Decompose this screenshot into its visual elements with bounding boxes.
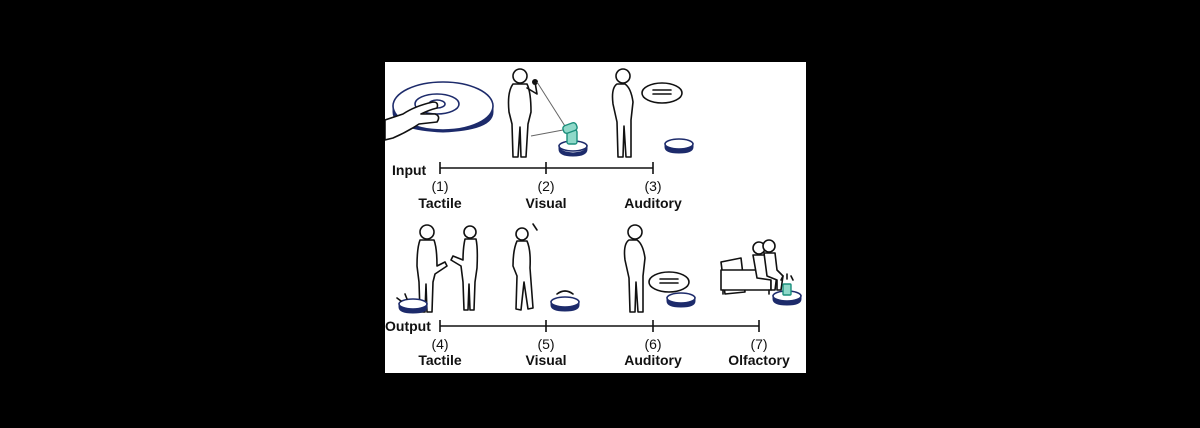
olfactory-output-illustration [720, 239, 802, 306]
robot-vacuum-icon [666, 292, 696, 308]
speech-bubble-icon [648, 271, 690, 293]
output-timeline [439, 320, 760, 332]
robot-vacuum-icon [396, 293, 428, 314]
tactile-output-illustration [396, 224, 479, 314]
input-row-label: Input [392, 162, 427, 178]
diagram-canvas [385, 68, 802, 332]
item-number: (5) [537, 336, 555, 352]
visual-output-illustration [512, 223, 580, 312]
item-number: (1) [431, 178, 449, 194]
person-icon [450, 225, 479, 311]
gesture-camera-icon [558, 121, 588, 157]
person-icon [416, 224, 448, 313]
output-row-label: Output [385, 318, 431, 334]
sense-label: Visual [525, 352, 567, 368]
item-number: (6) [644, 336, 662, 352]
sense-label: Auditory [624, 352, 682, 368]
robot-vacuum-icon [664, 138, 694, 154]
person-icon [507, 68, 538, 158]
item-number: (3) [644, 178, 662, 194]
person-icon [611, 68, 634, 158]
person-icon [512, 223, 538, 311]
item-number: (4) [431, 336, 449, 352]
visual-input-illustration [507, 68, 588, 158]
tactile-input-illustration [385, 81, 494, 141]
hand-icon [385, 101, 440, 141]
speech-bubble-icon [641, 82, 683, 104]
item-number: (7) [750, 336, 768, 352]
input-timeline [439, 162, 654, 174]
sense-label: Tactile [418, 352, 462, 368]
item-number: (2) [537, 178, 555, 194]
robot-vacuum-icon [550, 290, 580, 312]
scent-emitter-icon [772, 273, 802, 306]
sense-label: Olfactory [728, 352, 790, 368]
person-icon [623, 224, 646, 313]
sense-label: Visual [525, 195, 567, 211]
illustration-panel: Input (1) Tactile (2) Visual (3) Auditor… [385, 62, 806, 373]
person-icon [762, 239, 784, 291]
auditory-output-illustration [623, 224, 696, 313]
auditory-input-illustration [611, 68, 694, 158]
sense-label: Auditory [624, 195, 682, 211]
sense-label: Tactile [418, 195, 462, 211]
